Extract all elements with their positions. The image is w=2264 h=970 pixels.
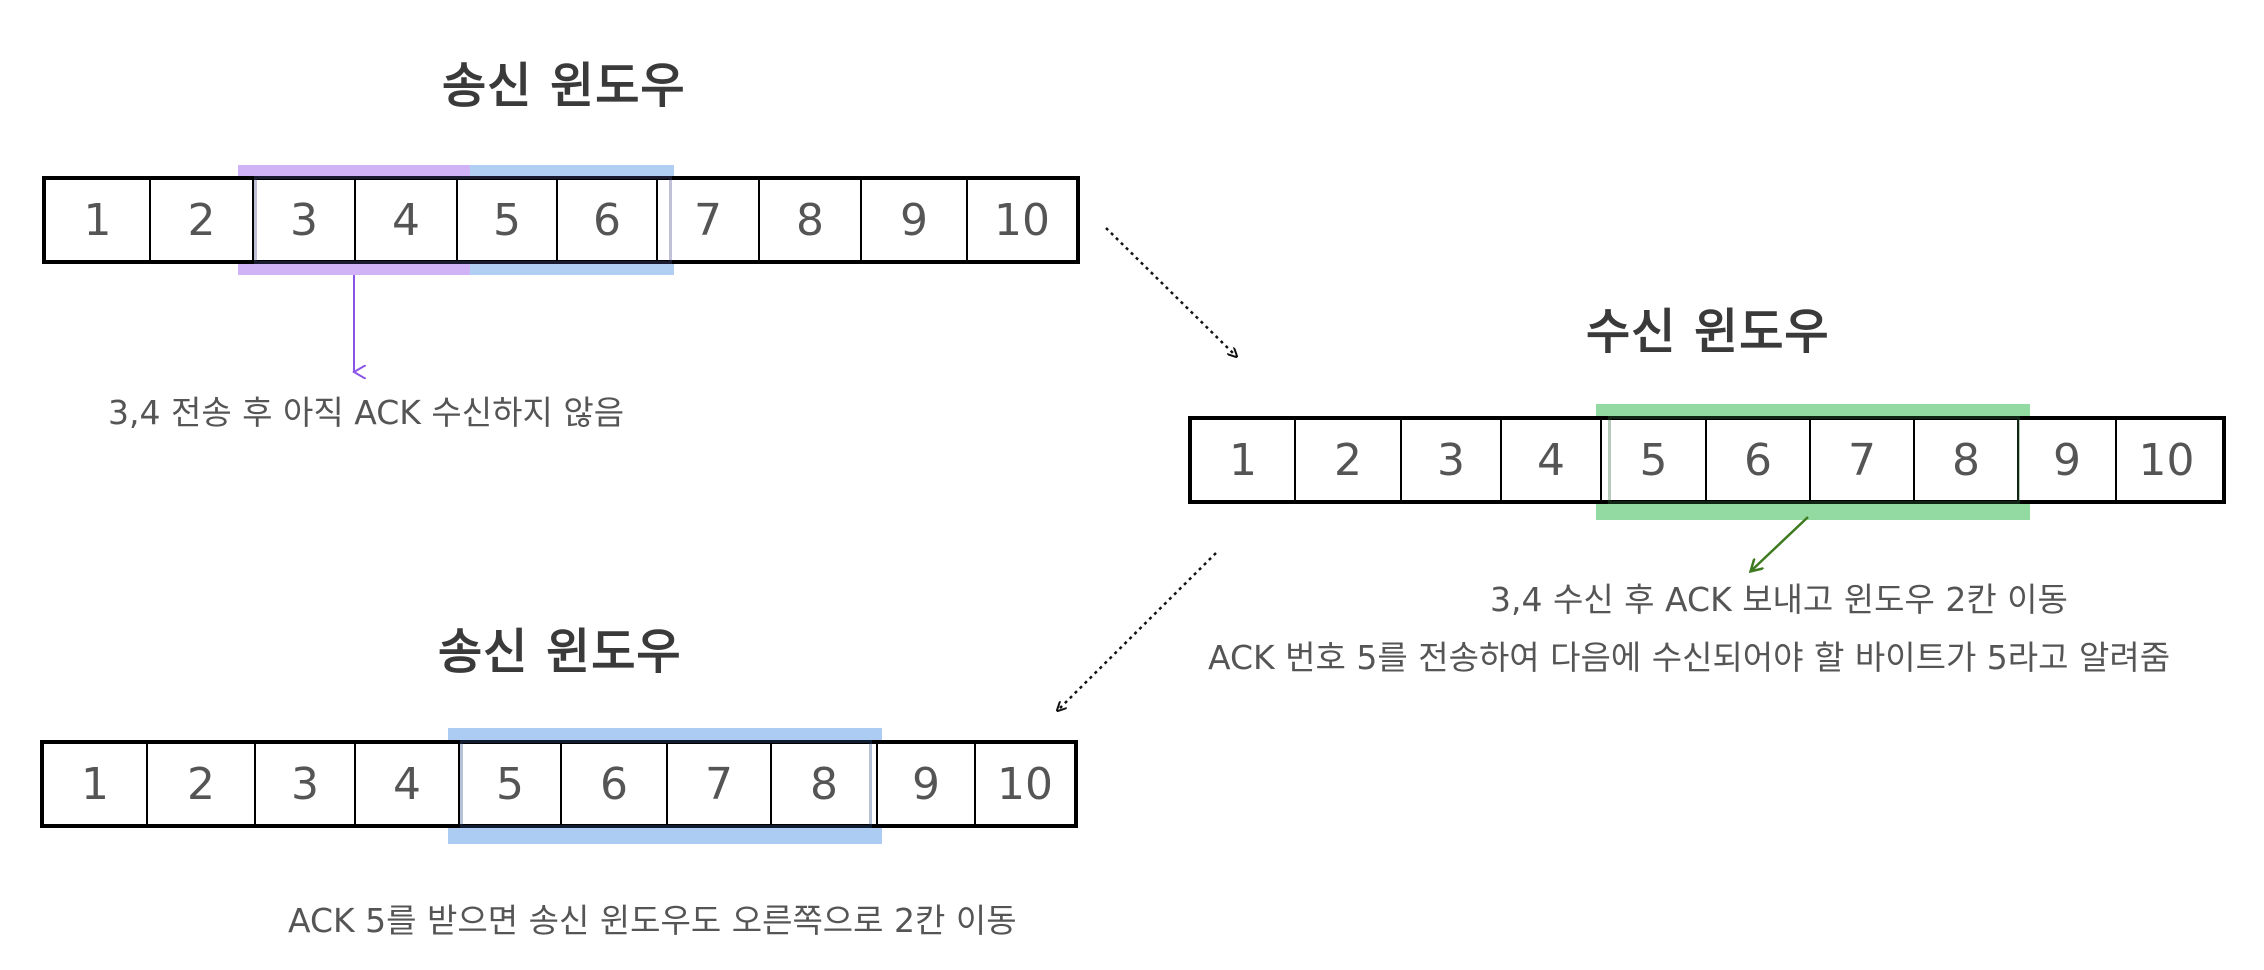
byte-cell: 6 <box>1707 420 1811 500</box>
byte-cell: 6 <box>562 744 668 824</box>
byte-cell: 3 <box>1402 420 1502 500</box>
receiver-note-line2: ACK 번호 5를 전송하여 다음에 수신되어야 할 바이트가 5라고 알려줌 <box>1208 638 2171 677</box>
byte-cell: 6 <box>558 180 658 260</box>
sender-window-title-top: 송신 윈도우 <box>442 58 686 114</box>
byte-cell: 4 <box>356 180 458 260</box>
byte-cell: 2 <box>1296 420 1402 500</box>
byte-cell: 10 <box>994 194 1050 246</box>
byte-cell: 2 <box>151 180 254 260</box>
byte-cell: 3 <box>254 180 356 260</box>
sender-window-title-bottom: 송신 윈도우 <box>438 624 682 680</box>
sender-window-strip-top: 1 2 3 4 5 6 7 8 9 10 <box>42 176 1080 264</box>
byte-cell: 7 <box>668 744 772 824</box>
byte-cell: 8 <box>772 744 878 824</box>
sender-note-top: 3,4 전송 후 아직 ACK 수신하지 않음 <box>108 393 625 432</box>
byte-cell: 5 <box>460 744 562 824</box>
sender-window-strip-bottom: 1 2 3 4 5 6 7 8 9 10 <box>40 740 1078 828</box>
byte-cell: 8 <box>760 180 862 260</box>
byte-cell: 2 <box>148 744 256 824</box>
byte-cell: 10 <box>2138 434 2195 486</box>
byte-cell: 3 <box>256 744 356 824</box>
receiver-note-line1: 3,4 수신 후 ACK 보내고 윈도우 2칸 이동 <box>1490 580 2068 619</box>
dotted-arrow-to-sender <box>1058 552 1217 710</box>
byte-cell: 9 <box>2019 420 2117 500</box>
dotted-arrow-to-receiver <box>1105 227 1236 356</box>
receiver-window-title: 수신 윈도우 <box>1586 304 1830 360</box>
byte-cell: 7 <box>1811 420 1915 500</box>
byte-cell: 1 <box>44 744 148 824</box>
byte-cell: 9 <box>862 180 968 260</box>
byte-cell: 7 <box>658 180 760 260</box>
byte-cell: 9 <box>878 744 976 824</box>
receive-window-frame <box>1608 416 2020 504</box>
sender-note-bottom: ACK 5를 받으면 송신 윈도우도 오른쪽으로 2칸 이동 <box>288 901 1017 940</box>
byte-cell: 1 <box>46 180 151 260</box>
byte-cell: 8 <box>1915 420 2019 500</box>
send-window-frame-top <box>254 176 672 264</box>
send-window-frame-bottom <box>460 740 872 828</box>
byte-cell: 4 <box>356 744 460 824</box>
byte-cell: 10 <box>997 758 1053 810</box>
byte-cell: 4 <box>1502 420 1602 500</box>
byte-cell: 5 <box>458 180 558 260</box>
byte-cell: 5 <box>1602 420 1707 500</box>
byte-cell: 1 <box>1192 420 1296 500</box>
receiver-window-strip: 1 2 3 4 5 6 7 8 9 10 <box>1188 416 2226 504</box>
green-arrow <box>1752 516 1809 570</box>
